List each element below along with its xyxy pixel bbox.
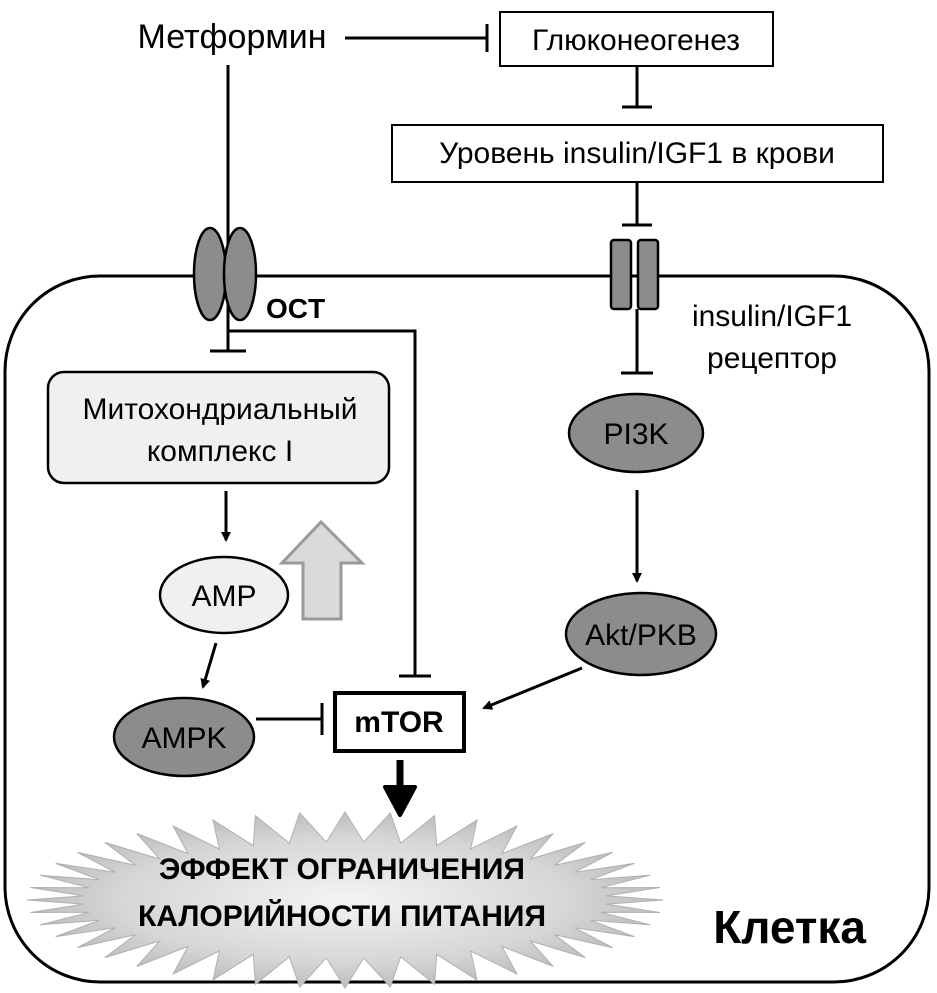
- cell-membrane: [3, 274, 931, 984]
- pi3k-label: PI3K: [603, 418, 668, 451]
- receptor-label-line1: insulin/IGF1: [692, 300, 852, 333]
- effect-label-line2: КАЛОРИЙНОСТИ ПИТАНИЯ: [138, 899, 546, 933]
- amp-to-ampk-arrow: [200, 642, 218, 689]
- akt-label: Akt/PKB: [585, 619, 697, 652]
- gluconeogenesis-label: Глюконеогенез: [532, 24, 740, 57]
- pi3k-node: [567, 392, 705, 474]
- amp-label: AMP: [191, 580, 256, 613]
- akt-node: [564, 591, 718, 677]
- mtor-to-effect-arrow-head: [383, 785, 417, 817]
- mtor-box: [333, 691, 466, 753]
- increase-up-arrow-icon: [278, 519, 366, 621]
- oct-label: OCT: [266, 293, 325, 324]
- effect-label-line1: ЭФФЕКТ ОГРАНИЧЕНИЯ: [159, 853, 525, 886]
- insulin-receptor-icon: [609, 238, 660, 311]
- effect-burst-shape: [26, 811, 664, 989]
- blood-level-label: Уровень insulin/IGF1 в крови: [439, 137, 835, 170]
- mito-complex-box: [46, 370, 391, 485]
- ampk-label: AMPK: [141, 722, 226, 755]
- metformin-label: Метформин: [138, 18, 327, 56]
- mito-complex-label-line2: комплекс I: [147, 435, 293, 468]
- metformin-to-mtor-line: [228, 329, 417, 676]
- receptor-label-line2: рецептор: [707, 342, 837, 375]
- ampk-node: [112, 696, 256, 778]
- cell-label: Клетка: [713, 901, 866, 953]
- gluconeogenesis-box: [499, 11, 774, 67]
- oct-transporter-icon: [192, 226, 258, 322]
- mito-complex-label-line1: Митохондриальный: [82, 393, 357, 426]
- akt-to-mtor-arrow: [482, 666, 583, 710]
- mtor-label: mTOR: [354, 706, 444, 739]
- amp-node: [158, 555, 290, 635]
